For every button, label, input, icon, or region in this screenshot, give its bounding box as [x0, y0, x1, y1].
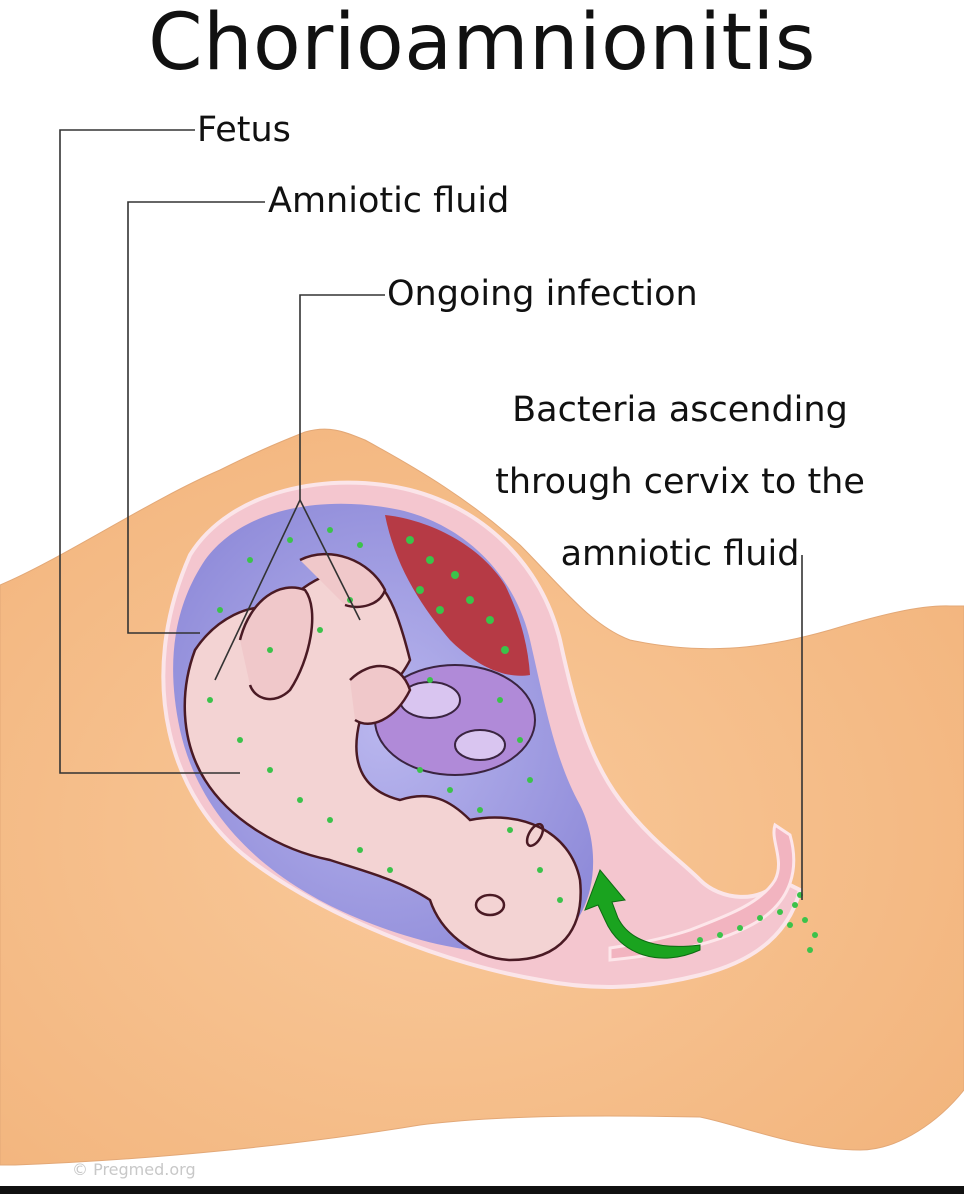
cervix-canal [608, 822, 796, 962]
bacteria-dots [207, 527, 818, 953]
leader-lines [59, 129, 803, 900]
watermark: © Pregmed.org [72, 1160, 196, 1179]
ascending-arrow-icon [584, 869, 701, 959]
diagram-title: Chorioamnionitis [148, 0, 816, 88]
label-bacteria-ascending: Bacteria ascending through cervix to the… [470, 374, 890, 590]
label-amniotic-fluid: Amniotic fluid [268, 181, 510, 221]
caption-line-1: Bacteria ascending [512, 390, 848, 430]
fetus-ear [474, 893, 506, 917]
label-ongoing-infection: Ongoing infection [387, 274, 698, 314]
caption-line-3: amniotic fluid [560, 534, 800, 574]
fetus-eye [525, 822, 545, 848]
bottom-border [0, 1186, 964, 1194]
caption-line-2: through cervix to the [495, 462, 865, 502]
placenta [385, 515, 530, 676]
label-fetus: Fetus [197, 110, 291, 150]
